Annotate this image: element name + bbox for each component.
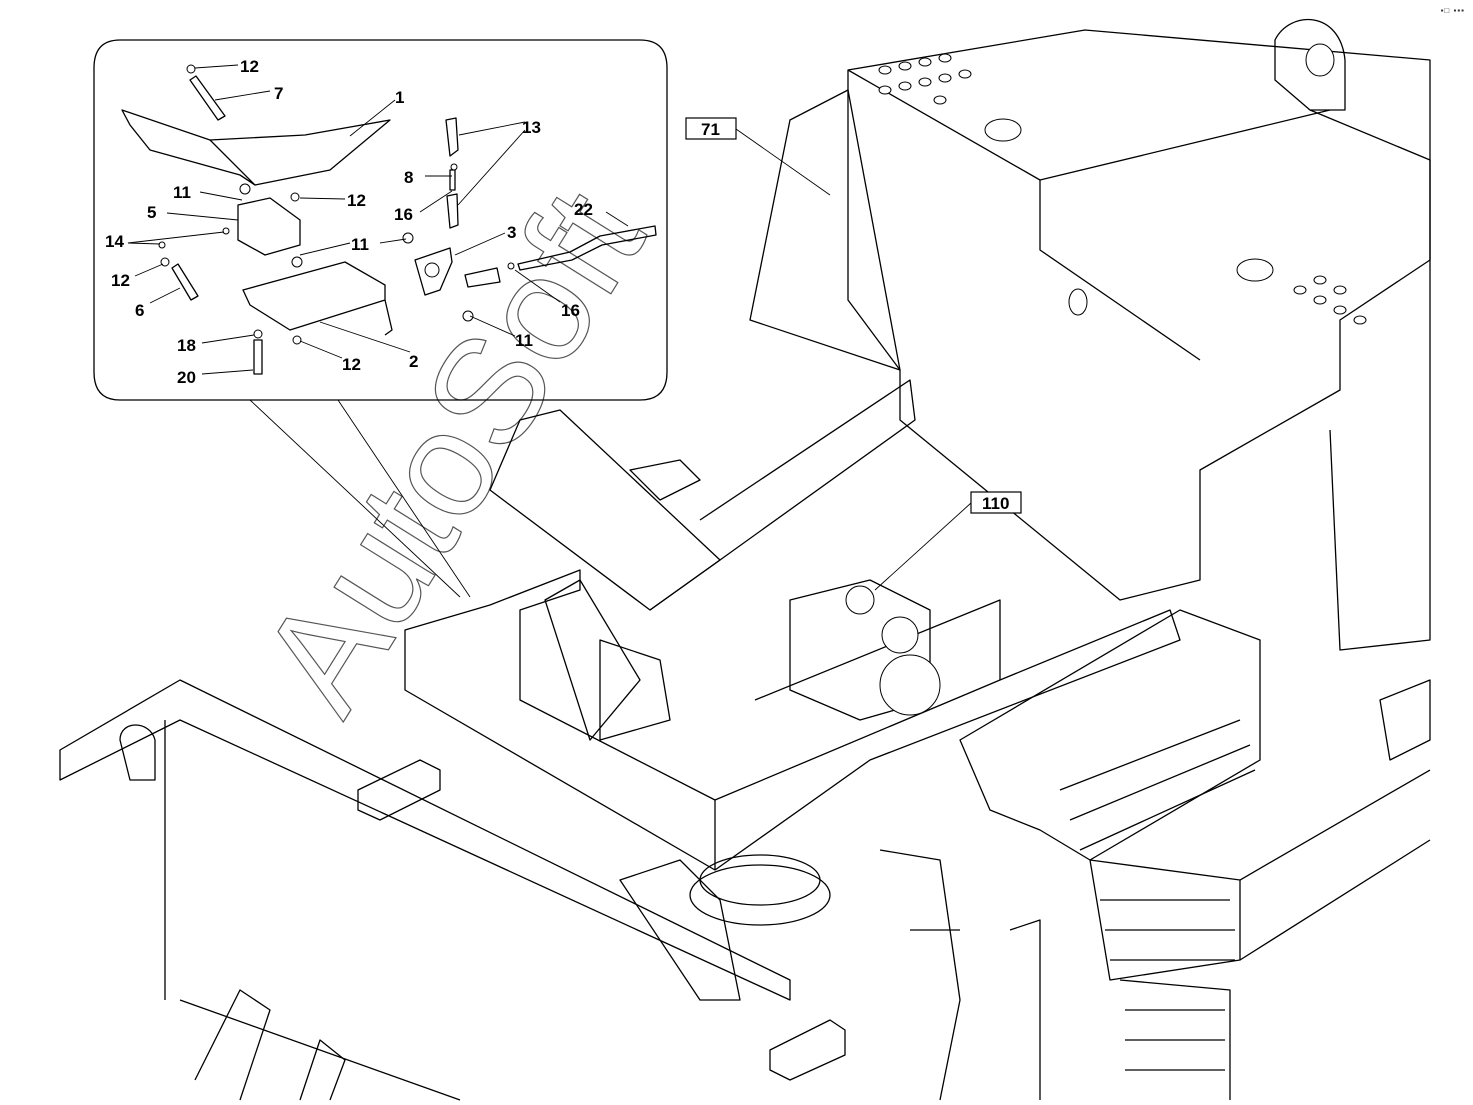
callout-12: 12 (342, 355, 361, 374)
frame-holes (878, 53, 1367, 325)
callout-18: 18 (177, 336, 196, 355)
callout-22: 22 (574, 200, 593, 219)
corner-mark: ▪□ ▪▪▪ (1440, 6, 1465, 15)
callout-16: 16 (394, 205, 413, 224)
callout-3: 3 (507, 223, 516, 242)
callout-labels: 12 7 1 13 8 12 11 16 5 22 14 11 3 12 16 … (105, 57, 593, 387)
svg-text:110: 110 (982, 494, 1009, 513)
callout-20: 20 (177, 368, 196, 387)
callout-11: 11 (515, 331, 533, 350)
inset-frame (93, 39, 668, 401)
callout-12: 12 (240, 57, 259, 76)
callout-14: 14 (105, 232, 124, 251)
boxed-callout-71: 71 (685, 117, 831, 196)
callout-1: 1 (395, 88, 404, 107)
watermark-text: AutoSoft (228, 162, 675, 739)
callout-8: 8 (404, 168, 413, 187)
callout-2: 2 (409, 352, 418, 371)
callout-12: 12 (111, 271, 130, 290)
callout-6: 6 (135, 301, 144, 320)
callout-11: 11 (173, 183, 191, 202)
callout-12: 12 (347, 191, 366, 210)
detail-inset: 12 7 1 13 8 12 11 16 5 22 14 11 3 12 16 … (93, 39, 668, 598)
svg-text:71: 71 (701, 120, 720, 139)
main-assembly (59, 18, 1431, 1101)
callout-16: 16 (561, 301, 580, 320)
callout-7: 7 (274, 84, 283, 103)
callout-11: 11 (351, 235, 369, 254)
leader-lines (127, 64, 629, 375)
boxed-callout-110: 110 (874, 491, 1022, 591)
callout-13: 13 (522, 118, 541, 137)
inset-pointer (249, 399, 471, 598)
callout-5: 5 (147, 203, 156, 222)
watermark: AutoSoft (227, 162, 676, 740)
